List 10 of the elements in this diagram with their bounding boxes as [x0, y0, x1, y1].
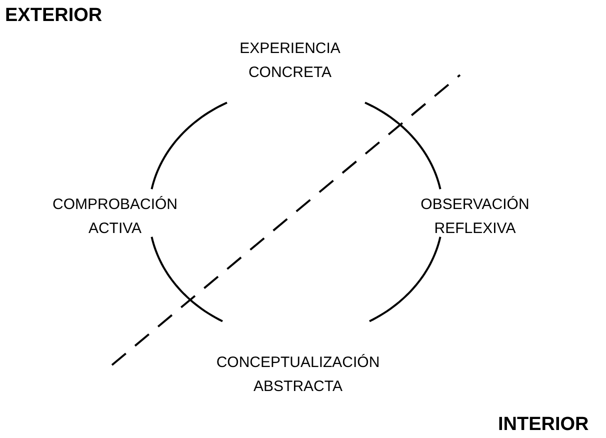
stage-label: CONCEPTUALIZACIÓN ABSTRACTA [193, 351, 403, 399]
region-label: INTERIOR [498, 414, 589, 436]
cycle-arc [150, 102, 228, 190]
cycle-arc [364, 102, 442, 190]
cycle-arc [150, 236, 223, 322]
stage-label: EXPERIENCIA CONCRETA [215, 37, 365, 85]
stage-label: COMPROBACIÓN ACTIVA [30, 193, 200, 241]
stage-label: OBSERVACIÓN REFLEXIVA [400, 193, 550, 241]
cycle-arc [369, 236, 442, 322]
region-label: EXTERIOR [5, 5, 102, 27]
